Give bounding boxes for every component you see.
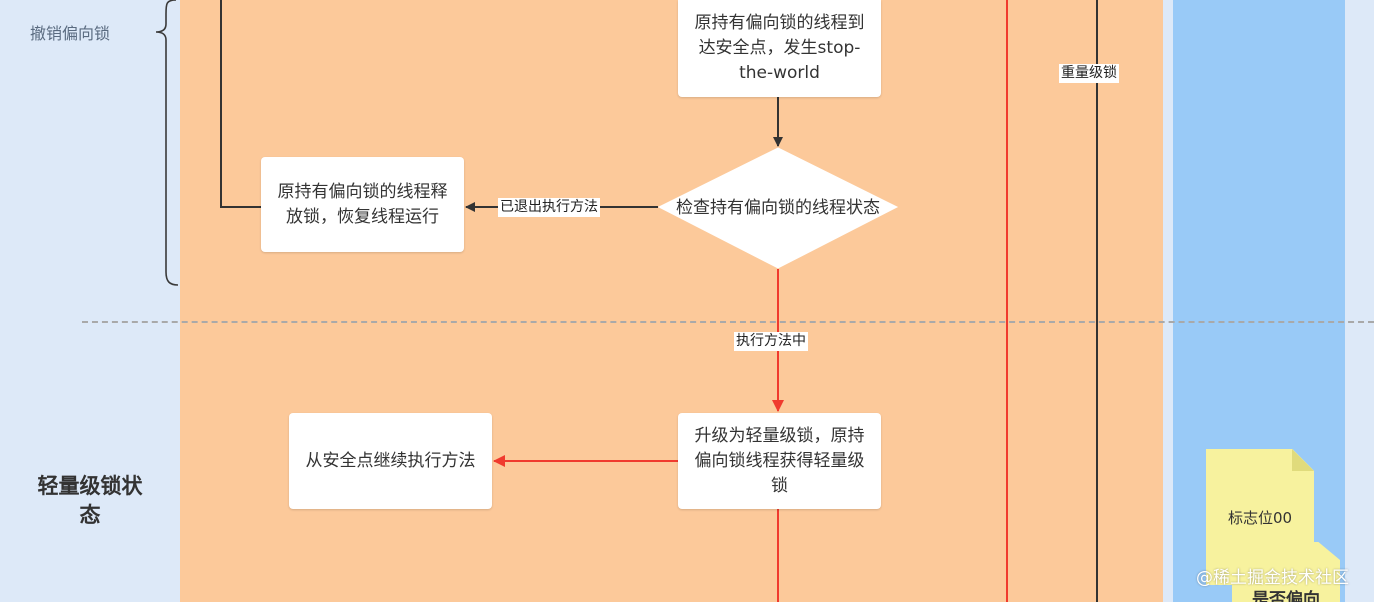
biased-check-note-text: 是否偏向 xyxy=(1252,590,1320,610)
resume-box: 从安全点继续执行方法 xyxy=(289,413,492,509)
watermark: @稀土掘金技术社区 xyxy=(1196,568,1349,588)
release-box-text: 原持有偏向锁的线程释放锁，恢复线程运行 xyxy=(277,181,448,227)
exited-edge-label: 已退出执行方法 xyxy=(498,198,600,217)
state-separator xyxy=(82,321,1374,323)
executing-edge-label: 执行方法中 xyxy=(734,332,808,351)
release-box: 原持有偏向锁的线程释放锁，恢复线程运行 xyxy=(261,157,464,252)
resume-box-text: 从安全点继续执行方法 xyxy=(305,450,476,471)
lane-header-column xyxy=(0,0,180,602)
right-edge-column xyxy=(1345,0,1374,602)
lane-gap xyxy=(1163,0,1173,602)
upgrade-box-text: 升级为轻量级锁，原持偏向锁线程获得轻量级锁 xyxy=(694,425,865,496)
check-diamond-text: 检查持有偏向锁的线程状态 xyxy=(676,198,880,218)
release-loop-line xyxy=(220,0,261,208)
check-diamond: 检查持有偏向锁的线程状态 xyxy=(668,182,888,234)
lightweight-state-label: 轻量级锁状 态 xyxy=(37,474,143,527)
biased-check-note: 是否偏向 xyxy=(1232,542,1340,602)
flag-bits-note-text: 标志位00 xyxy=(1227,508,1293,527)
safepoint-box: 原持有偏向锁的线程到达安全点，发生stop-the-world xyxy=(678,0,881,97)
upgrade-box: 升级为轻量级锁，原持偏向锁线程获得轻量级锁 xyxy=(678,413,881,509)
revoke-bias-lane-label: 撤销偏向锁 xyxy=(30,24,111,43)
safepoint-box-text: 原持有偏向锁的线程到达安全点，发生stop-the-world xyxy=(694,13,865,83)
revoke-brace xyxy=(155,0,179,286)
check-diamond-shape xyxy=(657,147,899,269)
heavyweight-edge-label: 重量级锁 xyxy=(1059,64,1119,83)
